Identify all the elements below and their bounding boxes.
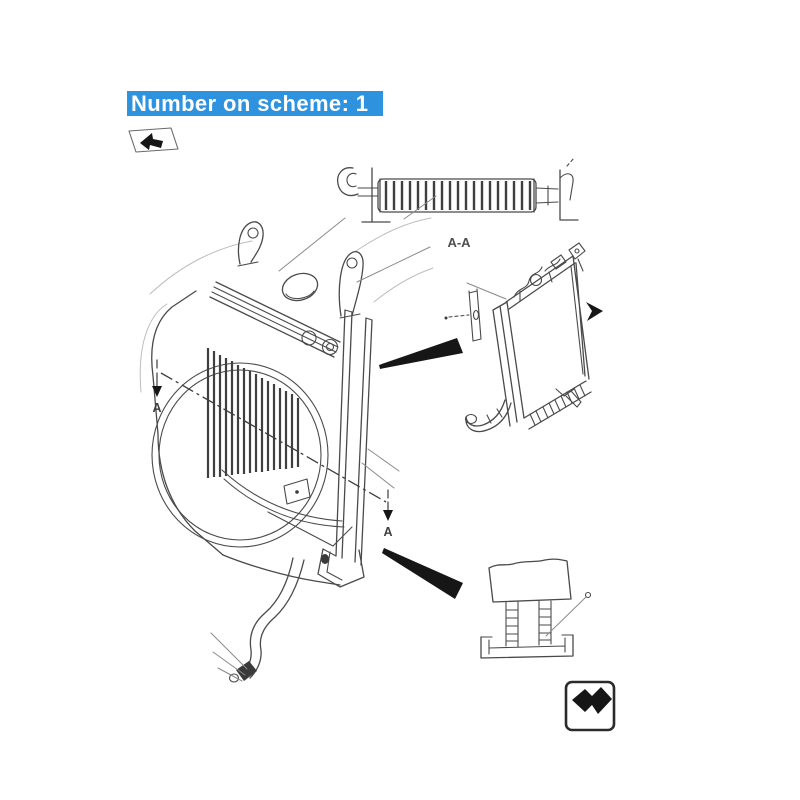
arrow-to-rear-view bbox=[379, 338, 463, 369]
construction-lines bbox=[139, 217, 434, 393]
section-marker-a-left: A bbox=[152, 401, 161, 415]
next-arrow-icon[interactable] bbox=[564, 680, 616, 732]
pan-view-icon[interactable] bbox=[128, 127, 179, 153]
small-direction-arrow bbox=[586, 302, 603, 321]
section-cut-markers: A A bbox=[152, 359, 393, 539]
section-marker-a-right: A bbox=[383, 525, 392, 539]
arrow-to-mount-detail bbox=[382, 548, 463, 599]
scheme-number-header: Number on scheme: 1 bbox=[127, 91, 383, 116]
corrugated-hose-section: A-A bbox=[336, 157, 579, 250]
pointer-arrows bbox=[379, 302, 603, 599]
radiator-core-fins bbox=[206, 348, 300, 478]
mount-bracket-detail bbox=[480, 558, 592, 659]
radiator-rear-view bbox=[444, 242, 592, 433]
radiator-shroud-assembly bbox=[151, 217, 431, 683]
filler-cap bbox=[281, 272, 319, 302]
section-view-label: A-A bbox=[447, 235, 471, 250]
